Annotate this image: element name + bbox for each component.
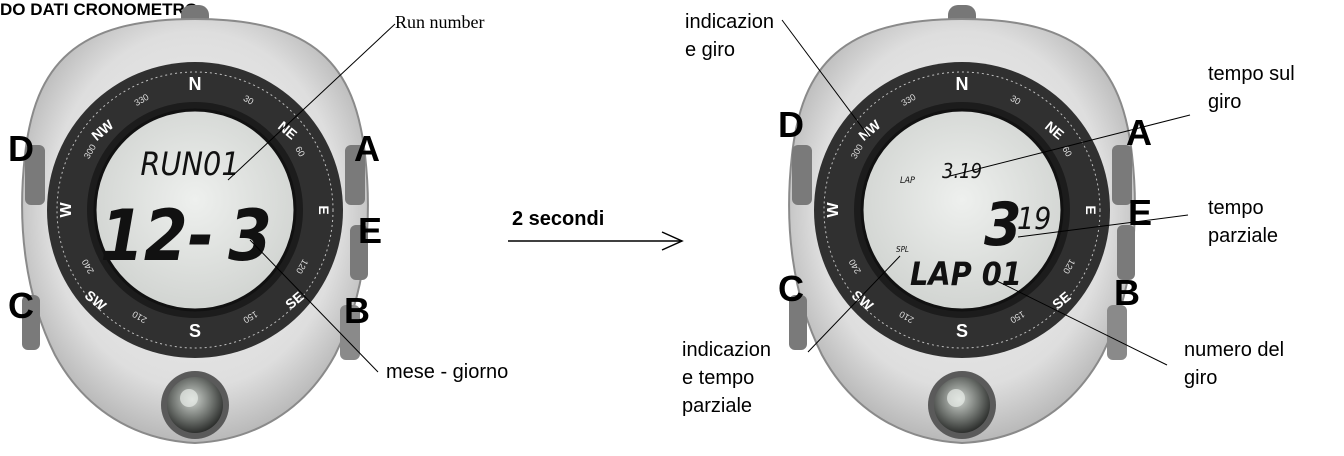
transition-arrow bbox=[508, 231, 684, 251]
button-label-b-left: B bbox=[344, 290, 370, 331]
callout-lap-indication: indicazion e giro bbox=[685, 11, 774, 61]
button-label-a-left: A bbox=[354, 128, 380, 169]
button-label-c-right: C bbox=[778, 268, 804, 309]
right-watch: N S W E NW NE SW SE 30 60 120 150 210 24… bbox=[787, 3, 1137, 445]
compass-n: N bbox=[956, 74, 969, 94]
lcd-run-number: RUN01 bbox=[140, 145, 239, 183]
callout-line-lap-number bbox=[994, 279, 1168, 366]
page-title: DO DATI CRONOMETRO bbox=[0, 0, 199, 19]
callout-line-month-day bbox=[249, 239, 379, 373]
callout-split-time: tempo parziale bbox=[1208, 197, 1279, 247]
button-label-a-right: A bbox=[1126, 112, 1152, 153]
callout-lines bbox=[227, 19, 1191, 373]
svg-text:30: 30 bbox=[242, 93, 256, 107]
compass-w: W bbox=[825, 202, 842, 218]
callout-line-split-indication bbox=[807, 255, 901, 353]
callout-month-day: mese - giorno bbox=[386, 361, 509, 383]
callout-line-lap-time bbox=[949, 114, 1191, 177]
transition-label: 2 secondi bbox=[512, 208, 605, 230]
button-label-d-left: D bbox=[8, 128, 34, 169]
left-watch: N S W E NW NE SW SE 30 60 120 150 210 24… bbox=[20, 3, 370, 445]
callout-line-split-time bbox=[1017, 214, 1189, 238]
compass-n: N bbox=[189, 74, 202, 94]
svg-text:60: 60 bbox=[293, 145, 307, 159]
svg-text:60: 60 bbox=[1060, 145, 1074, 159]
button-label-b-right: B bbox=[1114, 272, 1140, 313]
lcd-month: 12- bbox=[100, 195, 214, 277]
callout-lap-time: tempo sul giro bbox=[1208, 63, 1295, 113]
callout-line-run-number bbox=[227, 23, 396, 181]
lcd-lap-time: 3.19 bbox=[942, 159, 982, 183]
lcd-lap-number: LAP 01 bbox=[910, 255, 1022, 293]
lcd-lap-indicator: LAP bbox=[900, 176, 915, 186]
compass-s: S bbox=[189, 321, 201, 341]
callout-line-lap-indication bbox=[781, 19, 871, 139]
button-label-d-right: D bbox=[778, 104, 804, 145]
callout-split-indication: indicazion e tempo parziale bbox=[682, 339, 771, 417]
lcd-split-big: 3 bbox=[984, 190, 1022, 260]
compass-e: E bbox=[316, 205, 332, 214]
lcd-day: 3 bbox=[228, 195, 272, 277]
lcd-split-indicator: SPL bbox=[896, 245, 909, 254]
callout-run-number: Run number bbox=[395, 12, 485, 32]
lcd-split-small: 19 bbox=[1017, 202, 1051, 237]
svg-text:30: 30 bbox=[1009, 93, 1023, 107]
compass-w: W bbox=[58, 202, 75, 218]
callout-lap-number: numero del giro bbox=[1184, 339, 1285, 389]
compass-e: E bbox=[1083, 205, 1099, 214]
button-label-e-right: E bbox=[1128, 192, 1153, 233]
button-label-c-left: C bbox=[8, 285, 34, 326]
compass-s: S bbox=[956, 321, 968, 341]
button-label-e-left: E bbox=[358, 210, 383, 251]
